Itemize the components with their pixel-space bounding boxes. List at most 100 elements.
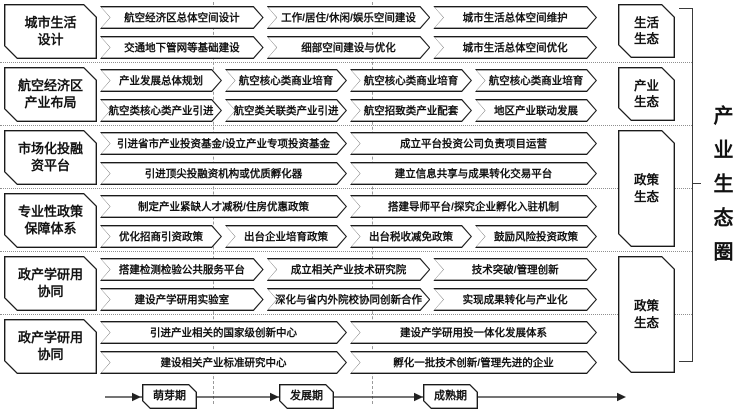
process-line: 建设相关产业标准研究中心孵化一批技术创新/管理先进的企业 (100, 351, 597, 374)
row-separator (0, 125, 692, 126)
process-arrow-text: 出台企业培育政策 (226, 226, 345, 246)
process-arrow-text: 地区产业联动发展 (476, 100, 595, 120)
process-arrow-text: 航空类核心类产业引进 (101, 100, 220, 120)
phase-label: 成熟期 (424, 385, 476, 407)
process-arrow: 成立相关产业技术研究院 (267, 258, 431, 281)
row-separator (0, 251, 692, 252)
process-arrow-text: 实现成果转化与产业化 (435, 289, 596, 309)
row-label-text: 城市生活 设计 (5, 5, 95, 57)
process-arrow-text: 孵化一批技术创新/管理先进的企业 (351, 352, 595, 372)
process-arrow-text: 建立信息共享与成果转化交易平台 (351, 163, 595, 183)
process-arrow: 建设相关产业标准研究中心 (100, 351, 347, 374)
process-arrow: 交通地下管网等基础建设 (100, 36, 264, 59)
process-arrow: 出台税收减免政策 (350, 225, 472, 248)
process-arrow: 城市生活总体空间维护 (433, 6, 597, 29)
process-arrow: 航空招致类产业配套 (350, 99, 472, 122)
process-arrow: 建设产学研用投一体化发展体系 (350, 321, 597, 344)
process-line: 制定产业紧缺人才减税/住房优惠政策搭建导师平台/探究企业孵化入驻机制 (100, 195, 597, 218)
process-line: 交通地下管网等基础建设细部空间建设与优化城市生活总体空间优化 (100, 36, 597, 59)
phase-seed: 萌芽期 (142, 384, 197, 409)
row-process-flow: 产业发展总体规划航空核心类商业培育航空核心类商业培育航空核心类商业培育航空类核心… (100, 65, 597, 123)
row-separator (0, 62, 692, 63)
row-label-text: 市场化投融 资平台 (5, 131, 95, 183)
process-arrow: 航空类关联类产业引进 (225, 99, 347, 122)
process-arrow-text: 城市生活总体空间优化 (435, 37, 596, 57)
row-separator (0, 314, 692, 315)
process-arrow: 航空核心类商业培育 (350, 69, 472, 92)
process-arrow-text: 航空核心类商业培育 (226, 70, 345, 90)
badge-label: 政策 生态 (619, 257, 673, 371)
badge-label: 政策 生态 (619, 131, 673, 245)
process-arrow: 航空核心类商业培育 (475, 69, 597, 92)
process-arrow-text: 鼓励风险投资政策 (476, 226, 595, 246)
process-arrow-text: 建设产学研用实验室 (101, 289, 262, 309)
process-arrow: 搭建检测检验公共服务平台 (100, 258, 264, 281)
process-arrow-text: 工作/居住/休闲/娱乐空间建设 (268, 7, 429, 27)
row-label: 政产学研用 协同 (4, 256, 97, 311)
process-line: 引进顶尖投融资机构或优质孵化器建立信息共享与成果转化交易平台 (100, 162, 597, 185)
process-arrow: 制定产业紧缺人才减税/住房优惠政策 (100, 195, 347, 218)
process-arrow-text: 引进省市产业投资基金/设立产业专项投资基金 (101, 133, 345, 153)
row-label-text: 航空经济区 产业布局 (5, 68, 95, 120)
row-process-flow: 搭建检测检验公共服务平台成立相关产业技术研究院技术突破/管理创新建设产学研用实验… (100, 254, 597, 312)
row-label: 城市生活 设计 (4, 4, 97, 59)
process-arrow: 航空经济区总体空间设计 (100, 6, 264, 29)
process-arrow-text: 引进顶尖投融资机构或优质孵化器 (101, 163, 345, 183)
process-arrow-text: 细部空间建设与优化 (268, 37, 429, 57)
row-process-flow: 引进省市产业投资基金/设立产业专项投资基金成立平台投资公司负责项目运营引进顶尖投… (100, 128, 597, 186)
process-line: 搭建检测检验公共服务平台成立相关产业技术研究院技术突破/管理创新 (100, 258, 597, 281)
badge-policy-ecology-1: 政策 生态 (618, 130, 675, 247)
phase-growth: 发展期 (279, 384, 334, 409)
row-label: 专业性政策 保障体系 (4, 193, 97, 248)
phase-mature: 成熟期 (423, 384, 478, 409)
process-arrow: 航空核心类商业培育 (225, 69, 347, 92)
process-arrow-text: 航空核心类商业培育 (476, 70, 595, 90)
process-arrow-text: 制定产业紧缺人才减税/住房优惠政策 (101, 196, 345, 216)
process-arrow-text: 建设产学研用投一体化发展体系 (351, 322, 595, 342)
process-arrow-text: 优化招商引资政策 (101, 226, 220, 246)
process-arrow: 优化招商引资政策 (100, 225, 222, 248)
process-arrow: 引进产业相关的国家级创新中心 (100, 321, 347, 344)
process-arrow: 城市生活总体空间优化 (433, 36, 597, 59)
process-line: 航空经济区总体空间设计工作/居住/休闲/娱乐空间建设城市生活总体空间维护 (100, 6, 597, 29)
process-arrow-text: 航空核心类商业培育 (351, 70, 470, 90)
process-arrow: 引进顶尖投融资机构或优质孵化器 (100, 162, 347, 185)
process-arrow-text: 技术突破/管理创新 (435, 259, 596, 279)
row-process-flow: 引进产业相关的国家级创新中心建设产学研用投一体化发展体系建设相关产业标准研究中心… (100, 317, 597, 375)
row-process-flow: 航空经济区总体空间设计工作/居住/休闲/娱乐空间建设城市生活总体空间维护交通地下… (100, 2, 597, 60)
row-label-text: 专业性政策 保障体系 (5, 194, 95, 246)
badge-label: 生活 生态 (619, 5, 673, 56)
bracket-tick (692, 183, 701, 184)
diagram-title: 产业生态圈 (710, 105, 732, 275)
process-arrow: 建设产学研用实验室 (100, 288, 264, 311)
row-label-text: 政产学研用 协同 (5, 257, 95, 309)
process-line: 建设产学研用实验室深化与省内外院校协同创新合作实现成果转化与产业化 (100, 288, 597, 311)
process-line: 优化招商引资政策出台企业培育政策出台税收减免政策鼓励风险投资政策 (100, 225, 597, 248)
row-label: 市场化投融 资平台 (4, 130, 97, 185)
process-arrow: 工作/居住/休闲/娱乐空间建设 (267, 6, 431, 29)
process-arrow: 实现成果转化与产业化 (433, 288, 597, 311)
bracket (679, 8, 693, 362)
process-arrow: 航空类核心类产业引进 (100, 99, 222, 122)
process-arrow-text: 搭建检测检验公共服务平台 (101, 259, 262, 279)
process-arrow-text: 成立平台投资公司负责项目运营 (351, 133, 595, 153)
phase-label: 发展期 (280, 385, 332, 407)
process-arrow-text: 航空招致类产业配套 (351, 100, 470, 120)
process-arrow: 出台企业培育政策 (225, 225, 347, 248)
process-arrow: 地区产业联动发展 (475, 99, 597, 122)
process-arrow: 建立信息共享与成果转化交易平台 (350, 162, 597, 185)
process-arrow: 鼓励风险投资政策 (475, 225, 597, 248)
process-arrow: 产业发展总体规划 (100, 69, 222, 92)
process-arrow-text: 航空类关联类产业引进 (226, 100, 345, 120)
process-arrow-text: 搭建导师平台/探究企业孵化入驻机制 (351, 196, 595, 216)
process-arrow: 搭建导师平台/探究企业孵化入驻机制 (350, 195, 597, 218)
process-arrow-text: 成立相关产业技术研究院 (268, 259, 429, 279)
badge-policy-ecology-2: 政策 生态 (618, 256, 675, 373)
process-arrow: 深化与省内外院校协同创新合作 (267, 288, 431, 311)
phase-label: 萌芽期 (143, 385, 195, 407)
process-arrow: 成立平台投资公司负责项目运营 (350, 132, 597, 155)
badge-life-ecology: 生活 生态 (618, 4, 675, 58)
process-arrow-text: 交通地下管网等基础建设 (101, 37, 262, 57)
row-label: 航空经济区 产业布局 (4, 67, 97, 122)
